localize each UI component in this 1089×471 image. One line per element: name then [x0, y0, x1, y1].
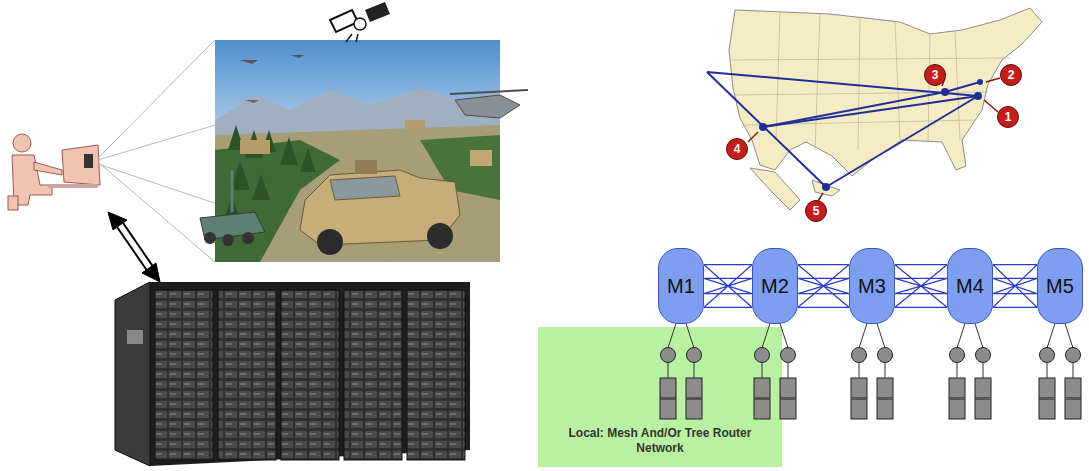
device-link: [975, 324, 983, 348]
device-link: [1073, 363, 1074, 379]
device-link: [788, 363, 789, 379]
device-link: [859, 324, 867, 348]
callout-text: 5: [813, 204, 820, 218]
compute-box: [1065, 399, 1081, 419]
router-dot: [1040, 348, 1055, 363]
callout-number: 1: [997, 106, 1019, 128]
machine-node: M3: [849, 248, 895, 324]
node-label: M4: [956, 275, 984, 298]
node-label: M2: [761, 275, 789, 298]
compute-box: [975, 378, 991, 398]
compute-box: [949, 399, 965, 419]
local-network-region: Local: Mesh And/Or Tree Router Network: [538, 327, 782, 467]
device-link: [957, 324, 965, 348]
compute-box: [949, 378, 965, 398]
compute-box: [1039, 399, 1055, 419]
router-dot: [976, 348, 991, 363]
machine-node: M2: [752, 248, 798, 324]
link-bundle: [798, 265, 849, 308]
view-lines: [98, 40, 500, 262]
compute-box: [1065, 378, 1081, 398]
device-link: [957, 363, 958, 379]
node-label: M3: [858, 275, 886, 298]
callout-text: 2: [1008, 68, 1015, 82]
callout-number: 4: [726, 138, 748, 160]
callout-number: 3: [924, 64, 946, 86]
server-racks: [115, 282, 470, 466]
callout-text: 4: [734, 142, 741, 156]
device-link: [1047, 324, 1055, 348]
node-label: M5: [1046, 275, 1074, 298]
device-link: [1047, 363, 1048, 379]
callout-number: 2: [1000, 64, 1022, 86]
compute-box: [851, 399, 867, 419]
router-dot: [852, 348, 867, 363]
router-dot: [781, 348, 796, 363]
device-link: [885, 363, 886, 379]
compute-box: [975, 399, 991, 419]
device-link: [1065, 324, 1073, 348]
link-bundle: [704, 265, 752, 308]
callout-number: 5: [805, 200, 827, 222]
compute-box: [1039, 378, 1055, 398]
double-arrow: [108, 212, 160, 282]
node-label: M1: [667, 275, 695, 298]
us-map: [707, 8, 1042, 210]
callout-text: 1: [1005, 110, 1012, 124]
machine-node: M1: [658, 248, 704, 324]
machine-node: M5: [1037, 248, 1083, 324]
machine-node: M4: [947, 248, 993, 324]
device-link: [983, 363, 984, 379]
callout-text: 3: [932, 68, 939, 82]
link-bundle: [895, 265, 947, 308]
operator-figure: [8, 134, 100, 210]
link-bundle: [993, 265, 1037, 308]
compute-box: [780, 378, 796, 398]
router-dot: [1066, 348, 1081, 363]
device-link: [877, 324, 885, 348]
compute-box: [851, 378, 867, 398]
router-dot: [950, 348, 965, 363]
compute-box: [877, 378, 893, 398]
region-label: Local: Mesh And/Or Tree Router Network: [544, 426, 776, 457]
battlefield-scene: [200, 2, 528, 262]
device-link: [859, 363, 860, 379]
compute-box: [877, 399, 893, 419]
router-dot: [878, 348, 893, 363]
compute-box: [780, 399, 796, 419]
